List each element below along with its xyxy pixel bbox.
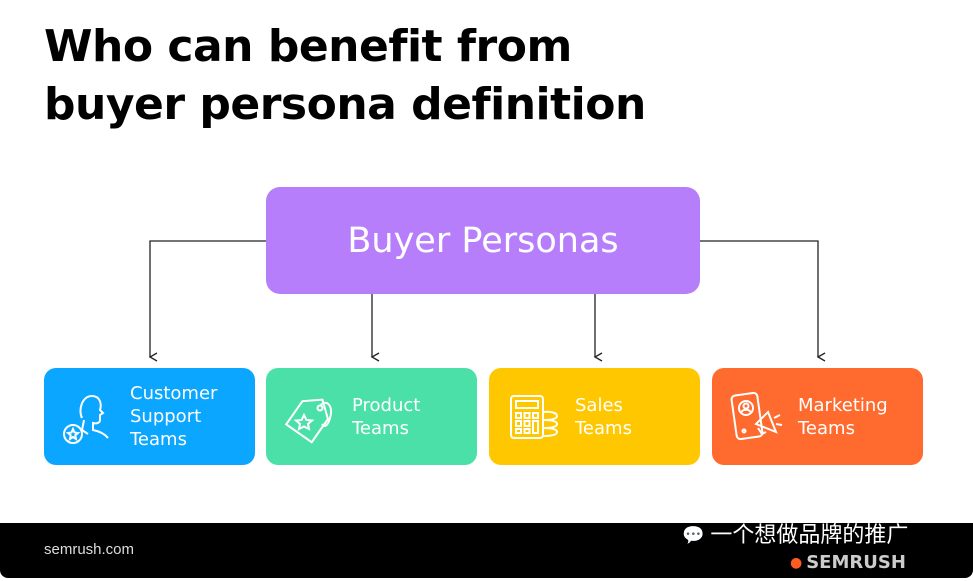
phone-megaphone-icon — [730, 391, 783, 440]
card-customer-support: Customer Support Teams — [44, 368, 255, 465]
card-sales: Sales Teams — [489, 368, 700, 465]
buyer-personas-node: Buyer Personas — [266, 187, 700, 294]
title-line-2: buyer persona definition — [44, 79, 646, 130]
semrush-logo: ● SEMRUSH — [790, 552, 906, 574]
card-label: Marketing Teams — [798, 394, 888, 439]
logo-text: SEMRUSH — [806, 552, 906, 573]
arrow-to-customer-support — [148, 240, 266, 362]
card-product: Product Teams — [266, 368, 477, 465]
page-title: Who can benefit from buyer persona defin… — [44, 18, 646, 134]
card-label: Product Teams — [352, 394, 421, 439]
title-line-1: Who can benefit from — [44, 21, 572, 72]
watermark-text: 一个想做品牌的推广 — [710, 523, 909, 548]
site-url: semrush.com — [44, 541, 135, 558]
arrow-to-marketing — [700, 240, 826, 362]
card-label: Customer Support Teams — [130, 383, 218, 450]
price-tag-star-icon — [284, 398, 332, 444]
support-person-star-icon — [63, 394, 109, 444]
wechat-icon: 💬 — [682, 525, 705, 546]
footer-bar: semrush.com 💬 一个想做品牌的推广 ● SEMRUSH — [0, 523, 973, 578]
card-label: Sales Teams — [575, 394, 632, 439]
semrush-flame-icon: ● — [790, 555, 803, 571]
buyer-personas-label: Buyer Personas — [347, 220, 619, 261]
card-marketing: Marketing Teams — [712, 368, 923, 465]
calculator-coins-icon — [510, 394, 559, 439]
wechat-watermark: 💬 一个想做品牌的推广 — [682, 523, 908, 549]
